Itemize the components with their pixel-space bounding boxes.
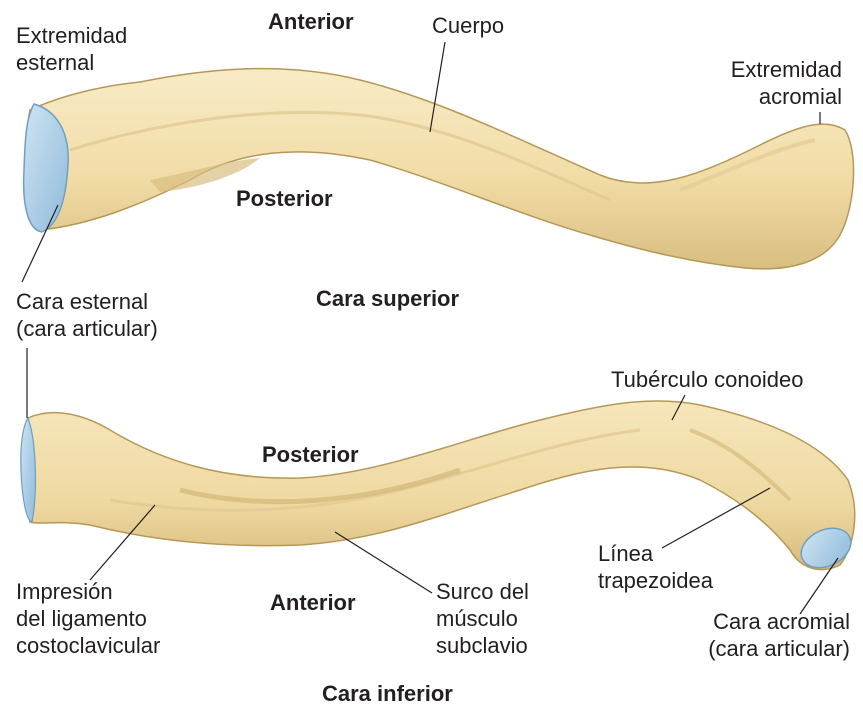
label-sternal-facet-line1: Cara esternal [16, 288, 158, 315]
label-sternal-end-line1: Extremidad [16, 22, 127, 49]
orientation-anterior-top: Anterior [268, 8, 354, 35]
label-body: Cuerpo [432, 12, 504, 39]
label-subclavius-groove: Surco del músculo subclavio [436, 578, 529, 659]
label-subclavius-line3: subclavio [436, 632, 529, 659]
label-sternal-end-line2: esternal [16, 49, 127, 76]
orientation-anterior-bottom-view: Anterior [270, 589, 356, 616]
leader-trapezoid-line [662, 488, 770, 548]
view-title-inferior: Cara inferior [322, 680, 453, 707]
label-costoclavicular-line2: del ligamento [16, 605, 160, 632]
view-title-superior: Cara superior [316, 285, 459, 312]
clavicle-inferior-shape [23, 401, 855, 570]
label-conoid-tubercle: Tubérculo conoideo [611, 366, 803, 393]
label-acromial-facet-line2: (cara articular) [660, 635, 850, 662]
label-sternal-end: Extremidad esternal [16, 22, 127, 76]
label-trapezoid-line: Línea trapezoidea [598, 540, 713, 594]
label-sternal-facet: Cara esternal (cara articular) [16, 288, 158, 342]
label-trapezoid-line-line2: trapezoidea [598, 567, 713, 594]
label-trapezoid-line-line1: Línea [598, 540, 713, 567]
label-subclavius-line2: músculo [436, 605, 529, 632]
orientation-posterior-mid: Posterior [236, 185, 333, 212]
label-acromial-end: Extremidad acromial [700, 56, 842, 110]
label-acromial-end-line1: Extremidad [700, 56, 842, 83]
label-acromial-end-line2: acromial [700, 83, 842, 110]
leader-subclavius [335, 532, 432, 593]
label-subclavius-line1: Surco del [436, 578, 529, 605]
label-costoclavicular-line3: costoclavicular [16, 632, 160, 659]
label-costoclavicular-line1: Impresión [16, 578, 160, 605]
label-acromial-facet-line1: Cara acromial [660, 608, 850, 635]
clavicle-inferior-view [21, 401, 857, 575]
label-sternal-facet-line2: (cara articular) [16, 315, 158, 342]
label-acromial-facet: Cara acromial (cara articular) [660, 608, 850, 662]
orientation-posterior-bottom-view: Posterior [262, 441, 359, 468]
label-costoclavicular-impression: Impresión del ligamento costoclavicular [16, 578, 160, 659]
